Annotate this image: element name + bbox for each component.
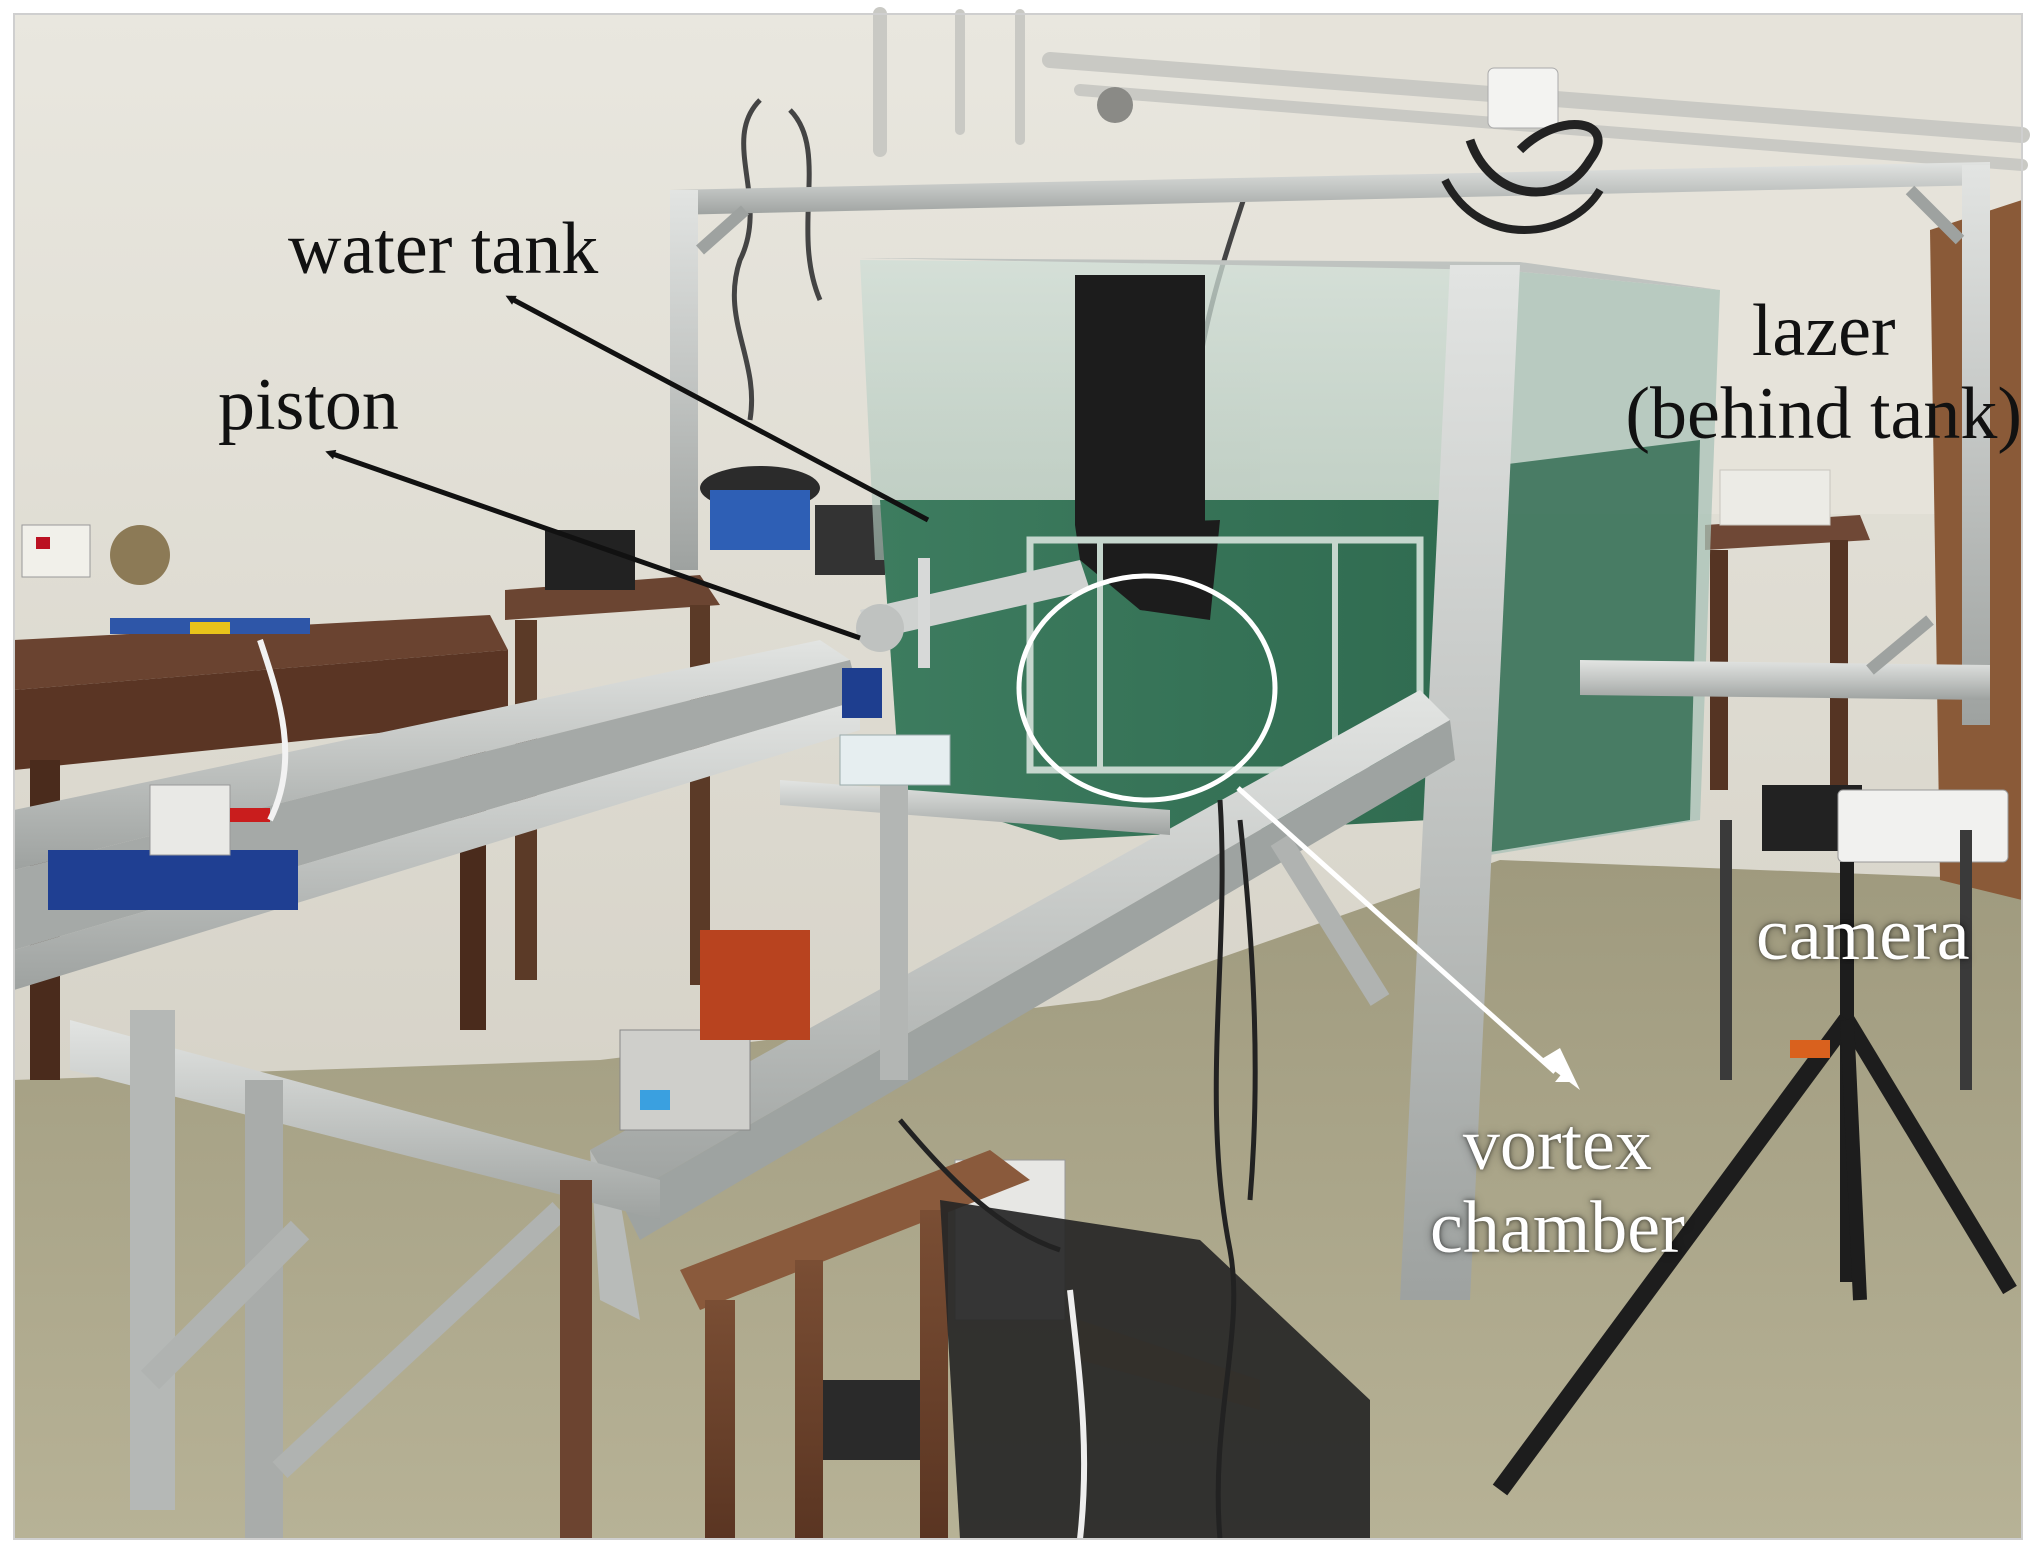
label-lazer-line1: lazer: [1751, 290, 1896, 372]
top-frame: [670, 162, 1990, 1300]
label-piston: piston: [218, 364, 399, 446]
water-tank-arrow: [505, 295, 930, 523]
label-lazer-line2: (behind tank): [1625, 372, 2022, 455]
black-panel: [1075, 275, 1205, 525]
right-desk: [1705, 469, 1870, 790]
white-cable: [257, 639, 289, 822]
vortex-chamber-circle: [1016, 573, 1278, 803]
wall-valve: [110, 525, 170, 585]
label-water-tank: water tank: [288, 208, 599, 290]
label-camera: camera: [1756, 894, 1970, 976]
camera-tripod: [1492, 785, 2017, 1496]
label-vortex-chamber: vortex chamber: [1430, 1104, 1685, 1270]
blue-clamps: [48, 668, 951, 910]
label-vortex-line2: chamber: [1430, 1186, 1685, 1269]
vortex-chamber-arrow: [1236, 786, 1557, 1074]
laser-unit: [1441, 67, 1604, 234]
piston-rod: [856, 558, 1090, 668]
frame-braces: [696, 185, 1965, 675]
mesh-panel: [940, 1200, 1370, 1539]
label-vortex-line1: vortex: [1462, 1104, 1652, 1186]
wall-socket: [21, 524, 91, 578]
piston-arrow: [325, 449, 861, 641]
label-lazer: lazer (behind tank): [1625, 290, 2022, 456]
floor-cables: [898, 799, 1258, 1540]
